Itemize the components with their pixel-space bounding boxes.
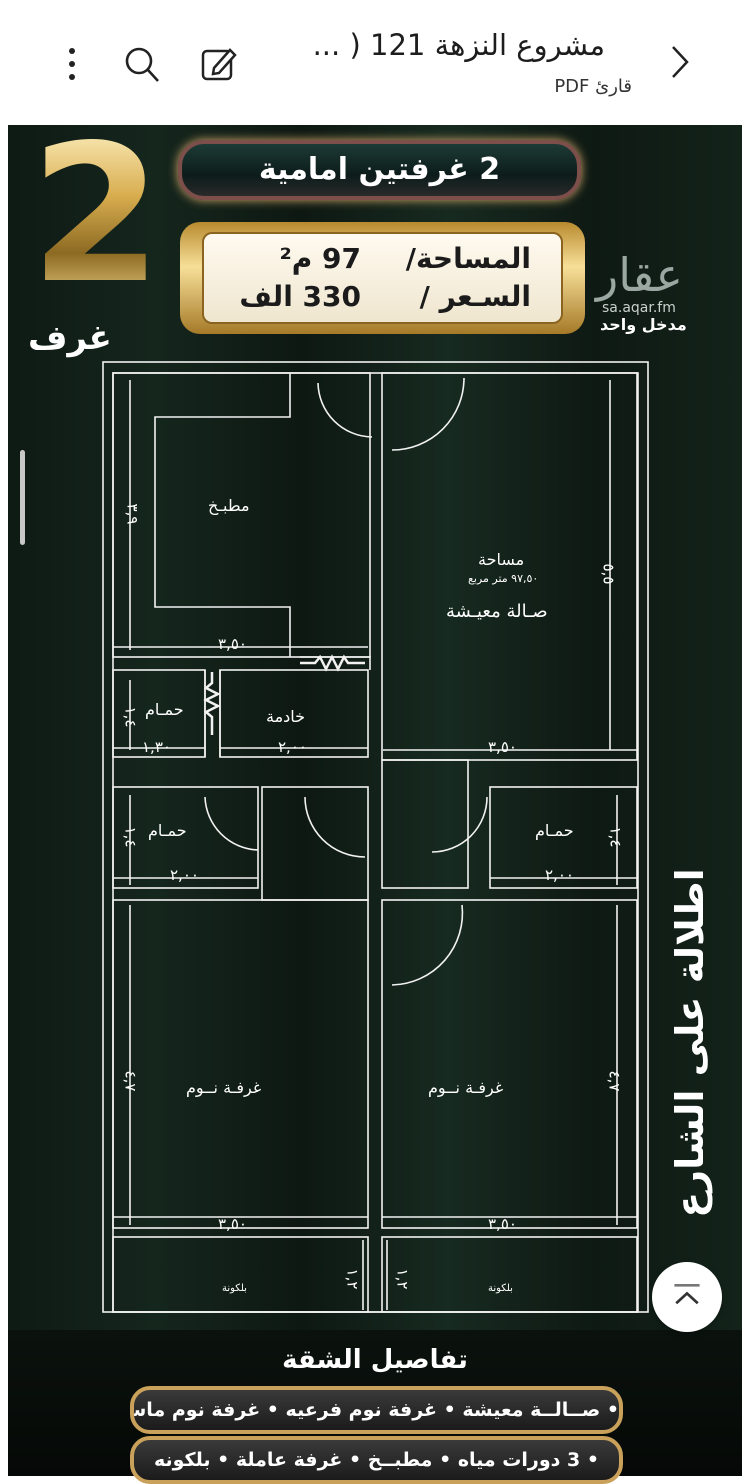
- dim-kitchen-width: ٣,٥٠: [218, 635, 247, 653]
- dim-bed2-width: ٣,٥٠: [488, 1215, 517, 1233]
- bath-label-2: حمـام: [148, 821, 187, 840]
- dim-bed1-width: ٣,٥٠: [218, 1215, 247, 1233]
- dim-bath2-width: ٢,٠٠: [170, 866, 199, 884]
- details-line-2: • 3 دورات مياه • مطبــخ • غرفة عاملة • ب…: [130, 1436, 623, 1484]
- price-value: 330 الف: [239, 280, 361, 313]
- scrollbar[interactable]: [20, 450, 25, 545]
- brand-url: sa.aqar.fm: [602, 300, 676, 316]
- dim-bath1-width: ١,٣٠: [142, 738, 171, 756]
- dim-bed2-height: ٤,٧: [605, 1070, 624, 1092]
- dim-bath3-height: ١,٤: [606, 826, 625, 848]
- app-subtitle: قارئ PDF: [554, 76, 632, 97]
- app-bar: مشروع النزهة 121 ( ... قارئ PDF: [0, 0, 750, 125]
- dim-maid-width: ٢,٠٠: [278, 738, 307, 756]
- scroll-to-top-button[interactable]: [652, 1262, 722, 1332]
- dim-bath3-width: ٢,٠٠: [545, 866, 574, 884]
- dim-bath2-height: ١,٤: [121, 826, 140, 848]
- brand-logo: عقار: [596, 248, 683, 302]
- maid-room-label: خادمة: [266, 707, 306, 726]
- dim-living-height: ٥,٥: [599, 563, 618, 585]
- balcony-label-2: بلكونة: [488, 1283, 513, 1294]
- balcony-label-1: بلكونة: [222, 1283, 247, 1294]
- street-view-label: اطلالة على الشارع: [668, 868, 712, 1218]
- dim-kitchen-height: ٣,٩: [123, 503, 142, 525]
- dim-balcony2-height: ١,٢: [393, 1268, 412, 1290]
- scroll-top-icon: [674, 1283, 700, 1305]
- area-value: 97 م²: [279, 242, 361, 275]
- more-vertical-icon[interactable]: [66, 46, 78, 86]
- rooms-number: 2: [30, 104, 163, 325]
- area-label: المساحة/: [405, 242, 531, 275]
- area-value-label: ٩٧,٥٠ متر مربع: [468, 572, 539, 585]
- living-room-label: صـالة معيـشة: [446, 601, 548, 622]
- bedroom-label-1: غرفـة نــوم: [186, 1078, 262, 1097]
- bath-label-1: حمـام: [145, 700, 184, 719]
- back-chevron-icon[interactable]: [668, 44, 692, 84]
- price-plaque: المساحة/ 97 م² السـعر / 330 الف: [180, 222, 585, 334]
- dim-bath1-height: ١,٤: [121, 706, 140, 728]
- document-title: مشروع النزهة 121 ( ...: [312, 28, 605, 62]
- rooms-word: غرف: [28, 318, 112, 358]
- bedroom-label-2: غرفـة نــوم: [428, 1078, 504, 1097]
- headline-banner: 2 غرفتين امامية: [178, 140, 581, 200]
- kitchen-label: مطبـخ: [208, 496, 250, 515]
- details-line-1: • صــالــة معيشة • غرفة نوم فرعيه • غرفة…: [130, 1386, 623, 1434]
- edit-icon[interactable]: [200, 46, 238, 86]
- entrance-note: مدخل واحد: [600, 315, 687, 334]
- dim-bed1-height: ٤,٧: [121, 1070, 140, 1092]
- price-label: السـعر /: [419, 280, 531, 313]
- dim-balcony1-height: ١,٢: [343, 1268, 362, 1290]
- bath-label-3: حمـام: [535, 821, 574, 840]
- area-title-label: مساحة: [478, 550, 525, 569]
- search-icon[interactable]: [122, 44, 162, 88]
- dim-living-width: ٣,٥٠: [488, 738, 517, 756]
- details-title: تفاصيل الشقة: [282, 1345, 468, 1375]
